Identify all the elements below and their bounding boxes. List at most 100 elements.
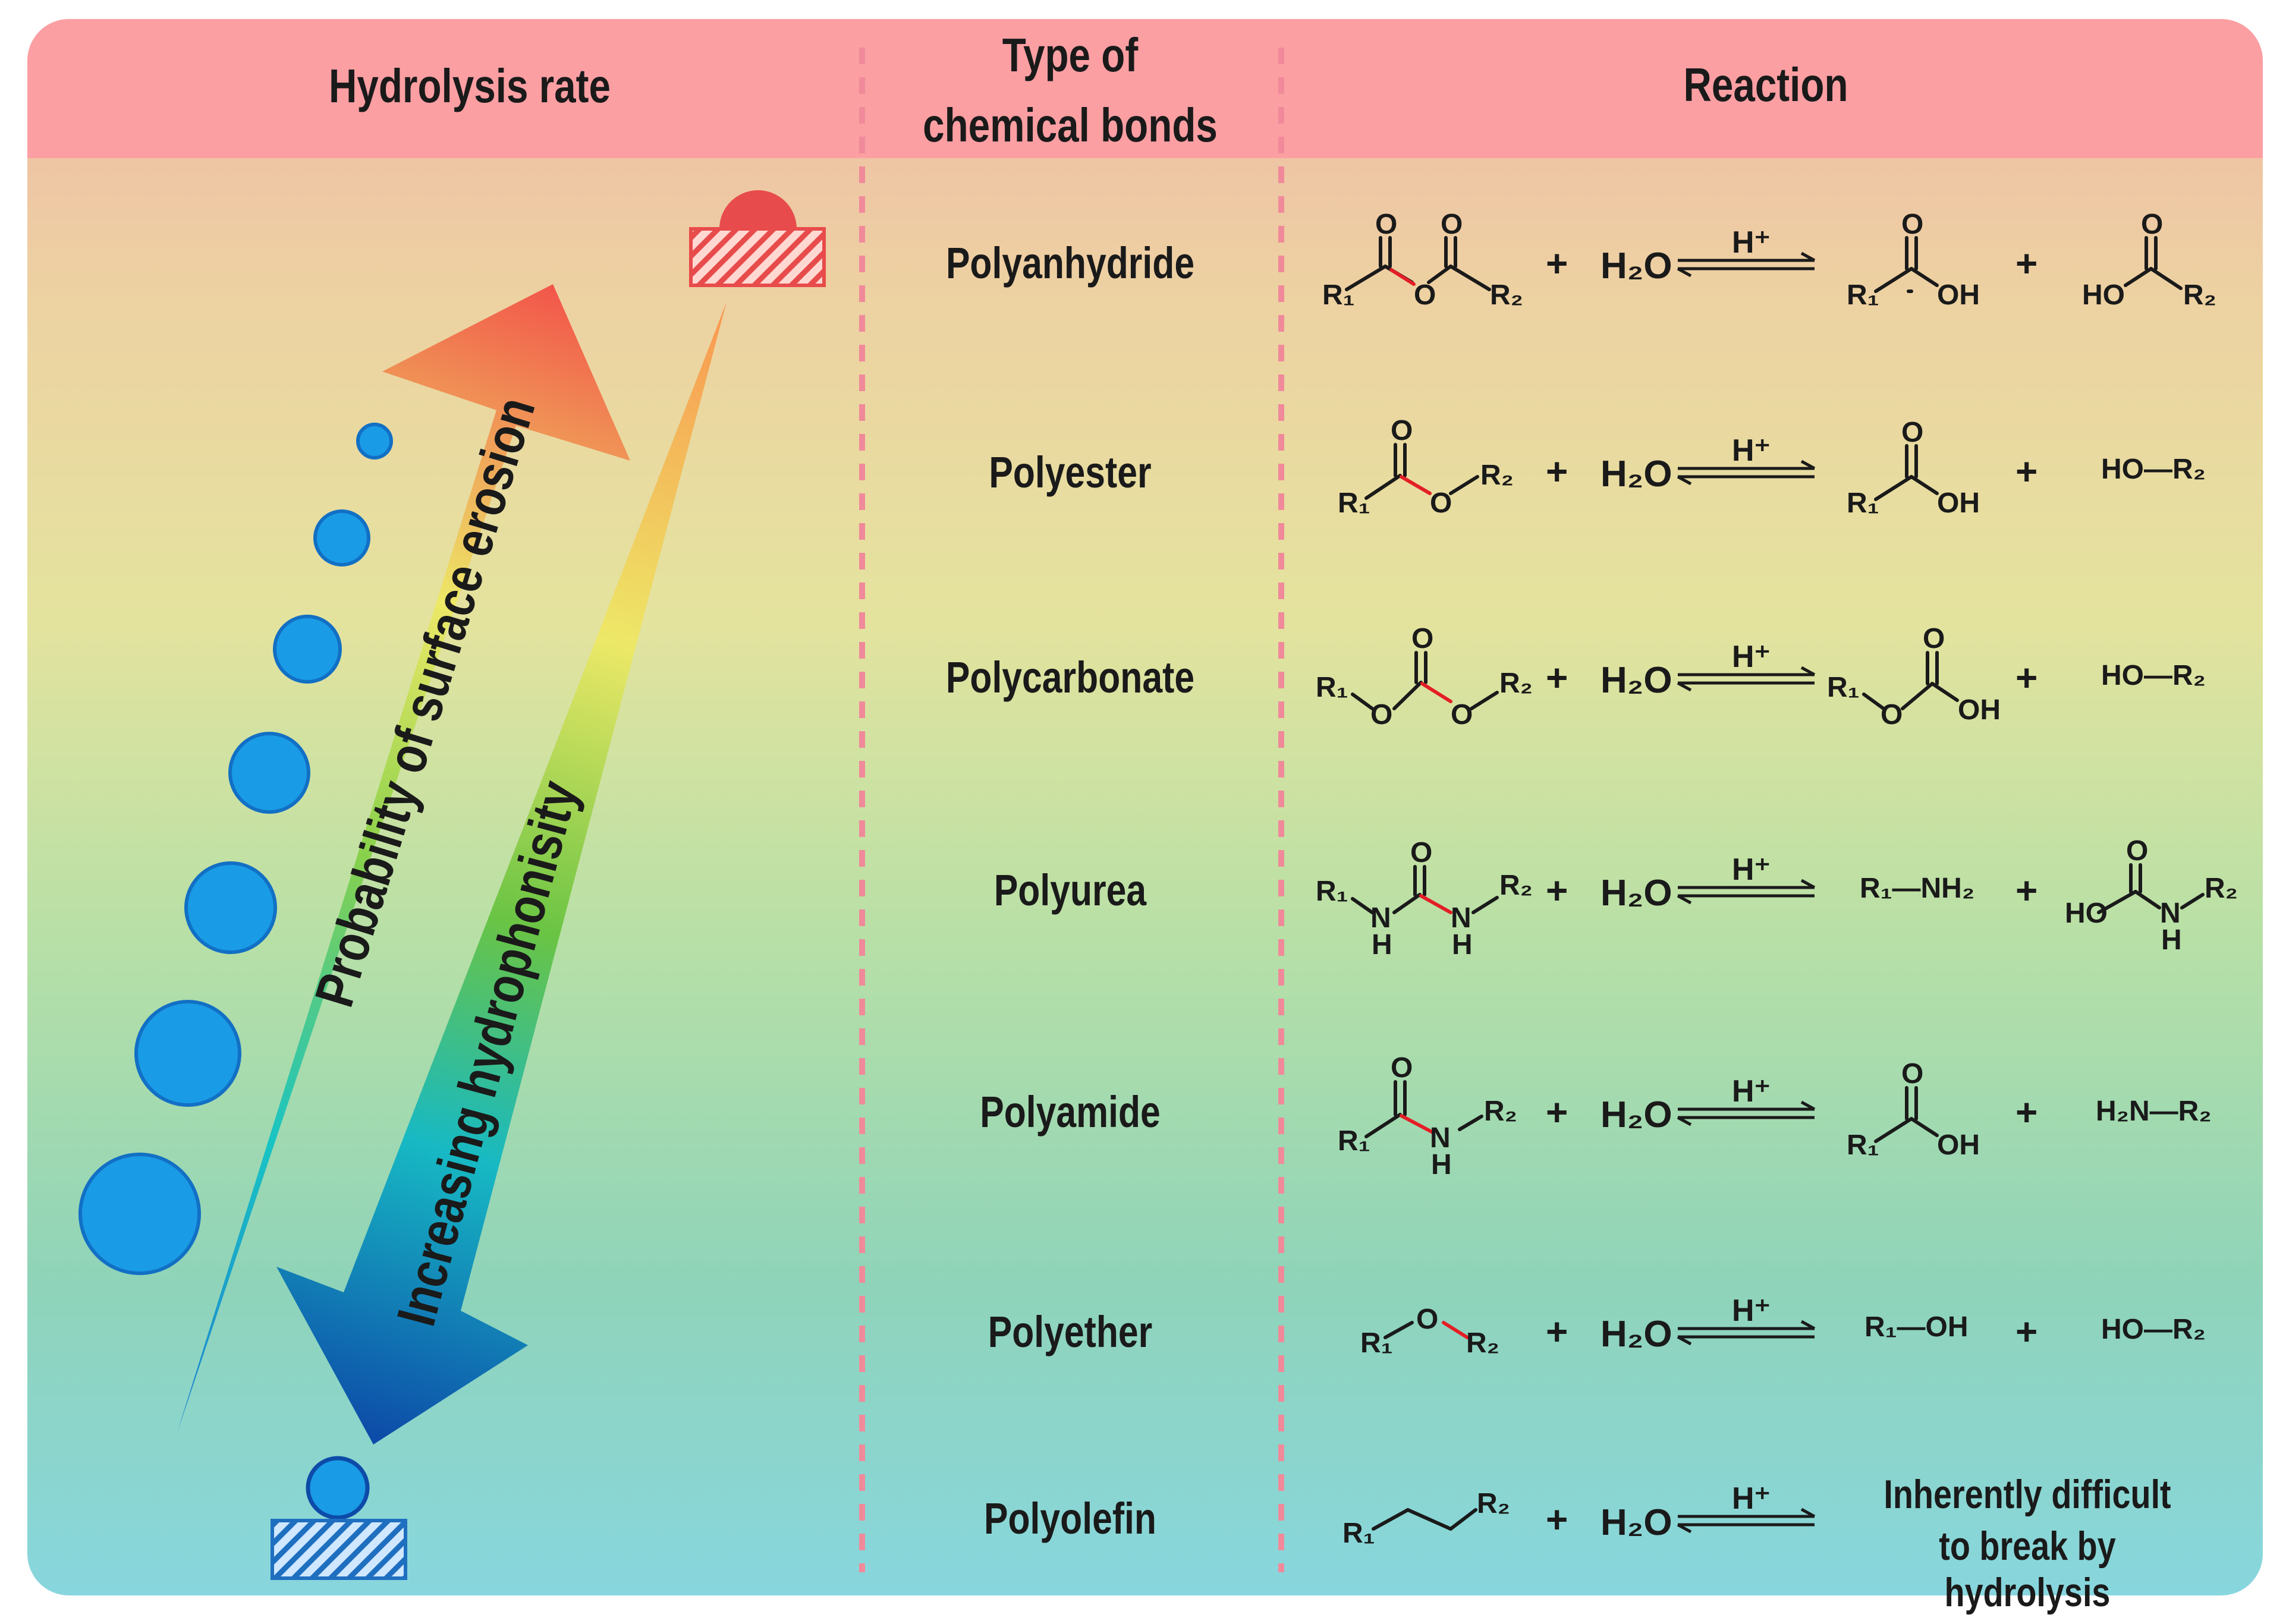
r2-label: R₂ <box>1490 279 1523 311</box>
reaction-polyether: R₁ O R₂ + H₂O H⁺ R₁—OH + HO—R₂ <box>1360 1293 2206 1359</box>
bond-polyamide: Polyamide <box>980 1087 1161 1137</box>
surface-erosion-arrow <box>177 284 630 1433</box>
product-r1-nh2: R₁—NH₂ <box>1860 873 1974 904</box>
drop-5 <box>184 861 277 954</box>
hydrophobic-surface-icon <box>271 1456 407 1580</box>
r2-label: R₂ <box>1466 1327 1499 1359</box>
water-label: H₂O <box>1600 1502 1672 1543</box>
product-ho-r2: HO—R₂ <box>2101 454 2206 485</box>
oh-label: OH <box>1937 279 1980 311</box>
plus-sign: + <box>2015 1310 2037 1353</box>
r2-label: R₂ <box>1484 1096 1517 1127</box>
r1-label: R₁ <box>1847 487 1879 519</box>
catalyst-label: H⁺ <box>1732 1481 1771 1516</box>
water-label: H₂O <box>1600 246 1672 287</box>
plus-sign: + <box>1546 656 1568 699</box>
bond-polyolefin: Polyolefin <box>984 1494 1156 1543</box>
water-label: H₂O <box>1600 1314 1672 1355</box>
reaction-polycarbonate: R₁ O O O R₂ + H₂O H⁺ R₁ O O OH + HO—R₂ <box>1316 623 2206 731</box>
h-label: H <box>1372 929 1392 961</box>
r1-label: R₁ <box>1342 1518 1375 1549</box>
o-label: O <box>1901 1058 1923 1090</box>
header-reaction: Reaction <box>1683 58 1848 111</box>
r2-label: R₂ <box>2205 873 2238 904</box>
o-label: O <box>1375 209 1397 240</box>
hydrophobicity-label: Increasing hydrophonisity <box>385 775 589 1332</box>
plus-sign: + <box>1546 242 1568 285</box>
hydrophilic-surface-icon <box>689 190 826 287</box>
bond-polyester: Polyester <box>989 448 1152 497</box>
o-label: O <box>1923 623 1945 654</box>
r2-label: R₂ <box>1480 459 1514 491</box>
plus-sign: + <box>1546 869 1568 912</box>
reaction-polyolefin: R₁ R₂ + H₂O H⁺ <box>1342 1481 1816 1549</box>
header-bond-type-line1: Type of <box>1002 29 1139 81</box>
h-label: H <box>1452 929 1473 961</box>
o-label: O <box>1441 209 1463 240</box>
plus-sign: + <box>2015 450 2037 493</box>
bond-polycarbonate: Polycarbonate <box>945 653 1195 702</box>
r1-label: R₁ <box>1847 1129 1879 1161</box>
water-label: H₂O <box>1600 873 1672 914</box>
hydrophobicity-arrow <box>276 302 727 1444</box>
o-label: O <box>1391 415 1413 446</box>
water-label: H₂O <box>1600 660 1672 701</box>
n-label: N <box>1451 902 1471 934</box>
r2-label: R₂ <box>2183 279 2216 311</box>
reaction-polyurea: R₁ N H O N H R₂ + H₂O H⁺ R₁—NH₂ + HO O N… <box>1316 835 2238 961</box>
oh-label: OH <box>1937 487 1980 519</box>
r1-label: R₁ <box>1827 672 1860 703</box>
r1-label: R₁ <box>1338 487 1370 519</box>
water-drops <box>78 423 393 1275</box>
r1-label: R₁ <box>1847 279 1879 311</box>
r1-label: R₁ <box>1360 1327 1393 1359</box>
product-ho-label: HO <box>2065 898 2108 929</box>
drop-3 <box>273 615 342 684</box>
product-ho-label: HO <box>2082 279 2125 311</box>
drop-6 <box>134 1000 241 1107</box>
plus-sign: + <box>1546 1498 1568 1541</box>
o-label: O <box>1411 623 1433 654</box>
reactions: R₁ O O O R₂ + H₂O H⁺ O R₁ OH + O HO R₂ <box>1316 209 2238 1549</box>
bond-polyether: Polyether <box>988 1307 1153 1357</box>
r2-label: R₂ <box>1477 1488 1510 1519</box>
bond-polyurea: Polyurea <box>993 865 1147 915</box>
product-r1-oh: R₁—OH <box>1864 1311 1969 1343</box>
header-bar <box>27 19 2263 158</box>
product-ho-r2: HO—R₂ <box>2101 1314 2206 1345</box>
r2-label: R₂ <box>1499 668 1533 699</box>
o-label: O <box>1370 699 1392 731</box>
water-label: H₂O <box>1600 1094 1672 1135</box>
h-label: H <box>1431 1149 1452 1181</box>
plus-sign: + <box>1546 1091 1568 1134</box>
n-label: N <box>1370 902 1391 934</box>
catalyst-label: H⁺ <box>1732 225 1771 260</box>
o-label: O <box>1901 417 1923 448</box>
o-label: O <box>2141 209 2163 240</box>
product-h2n-r2: H₂N—R₂ <box>2096 1096 2212 1127</box>
r1-label: R₁ <box>1316 876 1348 907</box>
reaction-polyanhydride: R₁ O O O R₂ + H₂O H⁺ O R₁ OH + O HO R₂ <box>1322 209 2216 311</box>
o-label: O <box>1430 487 1452 519</box>
o-label: O <box>2126 835 2148 867</box>
plus-sign: + <box>2015 1091 2037 1134</box>
drop-1 <box>356 423 393 459</box>
reaction-polyester: O R₁ O R₂ + H₂O H⁺ O R₁ OH + HO—R₂ <box>1338 415 2206 519</box>
polyolefin-note-line2: to break by hydrolysis <box>1939 1524 2116 1615</box>
drop-2 <box>313 509 370 566</box>
drop-4 <box>228 732 310 814</box>
o-label: O <box>1416 1304 1438 1335</box>
water-label: H₂O <box>1600 454 1672 495</box>
product-ho-r2: HO—R₂ <box>2101 660 2206 691</box>
oh-label: OH <box>1958 694 2001 726</box>
header-bond-type-line2: chemical bonds <box>923 99 1218 152</box>
h-label: H <box>2161 924 2182 956</box>
r2-label: R₂ <box>1499 870 1533 901</box>
n-label: N <box>1430 1122 1451 1154</box>
catalyst-label: H⁺ <box>1732 433 1771 468</box>
r1-label: R₁ <box>1316 672 1348 703</box>
o-label: O <box>1414 279 1436 311</box>
plus-sign: + <box>1546 450 1568 493</box>
bond-polyanhydride: Polyanhydride <box>945 238 1195 288</box>
